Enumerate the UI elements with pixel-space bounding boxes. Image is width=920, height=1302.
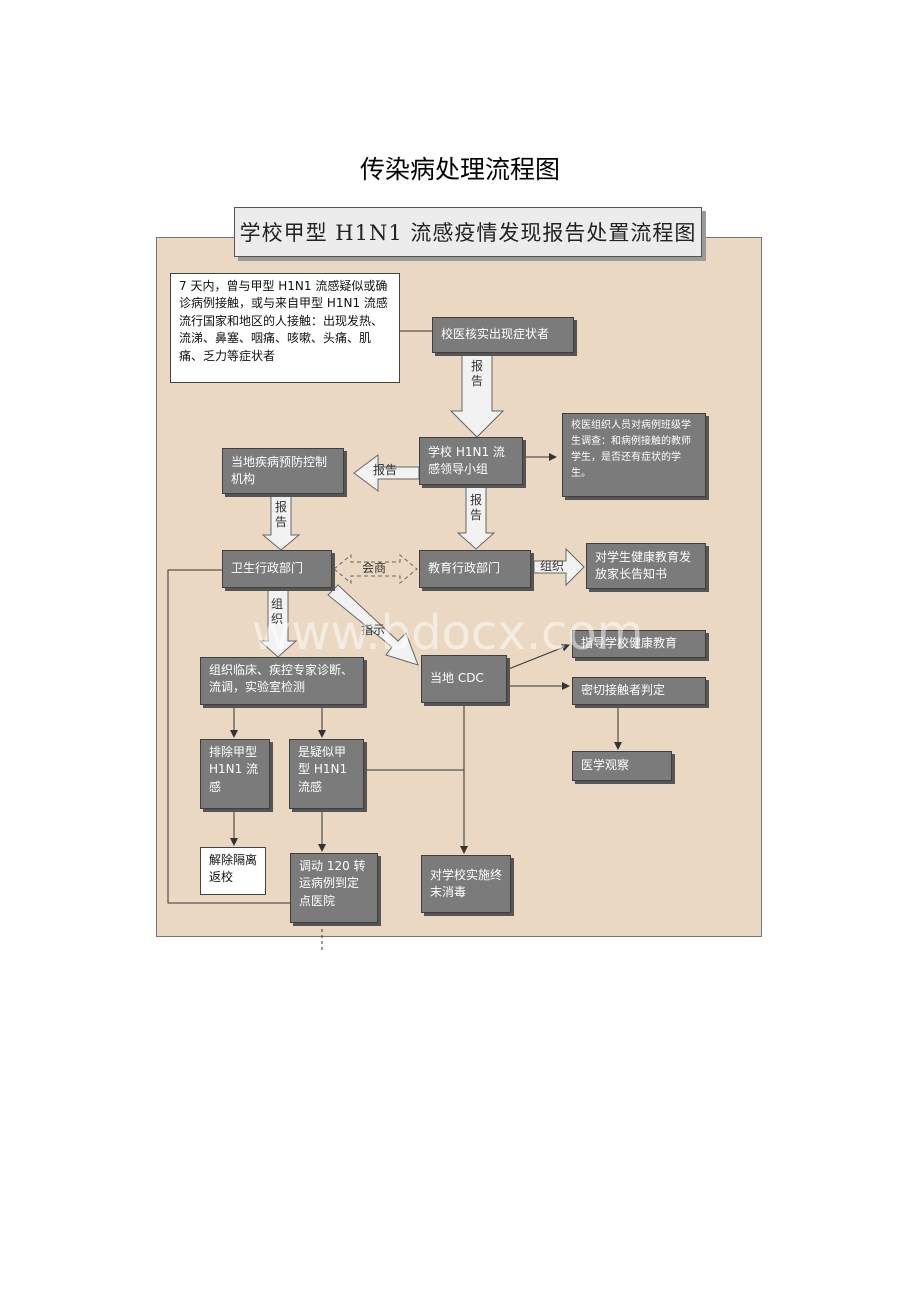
connector-layer: [167, 330, 622, 953]
local-cdc-center-box: 当地疾病预防控制机构: [222, 448, 344, 494]
arrow-leader-cdccenter: [353, 454, 420, 492]
local-cdc-box: 当地 CDC: [421, 655, 507, 703]
health-admin-box: 卫生行政部门: [222, 550, 332, 588]
transfer-box: 调动 120 转运病例到定点医院: [290, 853, 378, 923]
diagram-title: 学校甲型 H1N1 流感疫情发现报告处置流程图: [234, 207, 702, 257]
criteria-box: 7 天内，曾与甲型 H1N1 流感疑似或确诊病例接触，或与来自甲型 H1N1 流…: [170, 273, 400, 383]
disinfection-box: 对学校实施终末消毒: [421, 855, 511, 913]
edge-label-instruct: 指示: [361, 623, 386, 637]
education-admin-box: 教育行政部门: [419, 550, 531, 588]
edge-label-consult: 会商: [362, 561, 387, 575]
arrow-leader-education: [456, 486, 496, 550]
school-doctor-box: 校医核实出现症状者: [432, 317, 574, 353]
leader-group-box: 学校 H1N1 流感领导小组: [419, 437, 523, 485]
release-box: 解除隔离返校: [200, 847, 266, 895]
suspected-box: 是疑似甲型 H1N1 流感: [289, 739, 364, 809]
investigation-box: 校医组织人员对病例班级学生调查：和病例接触的教师学生，是否还有症状的学生。: [562, 413, 706, 497]
arrow-cdccenter-health: [261, 492, 301, 551]
health-education-notice-box: 对学生健康教育发放家长告知书: [586, 543, 706, 589]
edge-label-report-3: 报告: [274, 500, 287, 529]
edge-cdc-guide: [505, 643, 570, 671]
guide-health-education-box: 指导学校健康教育: [572, 630, 706, 658]
expert-diagnosis-box: 组织临床、疾控专家诊断、流调，实验室检测: [200, 657, 364, 705]
edge-label-report-2: 报告: [373, 463, 398, 477]
edge-label-organize-1: 组织: [540, 559, 565, 573]
edge-health-loop: [167, 569, 290, 904]
arrow-education-notice: [533, 547, 585, 587]
page-title: 传染病处理流程图: [359, 155, 560, 184]
edge-label-report-1: 报告: [470, 359, 483, 388]
arrow-health-cdc: [327, 584, 419, 666]
medical-observation-box: 医学观察: [572, 751, 672, 781]
exclude-box: 排除甲型 H1N1 流感: [200, 739, 270, 809]
arrow-consult: [333, 553, 418, 585]
edge-label-report-4: 报告: [469, 493, 482, 522]
edge-label-organize-2: 组织: [270, 597, 283, 626]
close-contact-box: 密切接触者判定: [572, 677, 706, 705]
flowchart: 学校甲型 H1N1 流感疫情发现报告处置流程图: [156, 205, 762, 955]
arrow-doctor-leader: [449, 352, 505, 438]
arrow-health-expert: [258, 588, 298, 658]
